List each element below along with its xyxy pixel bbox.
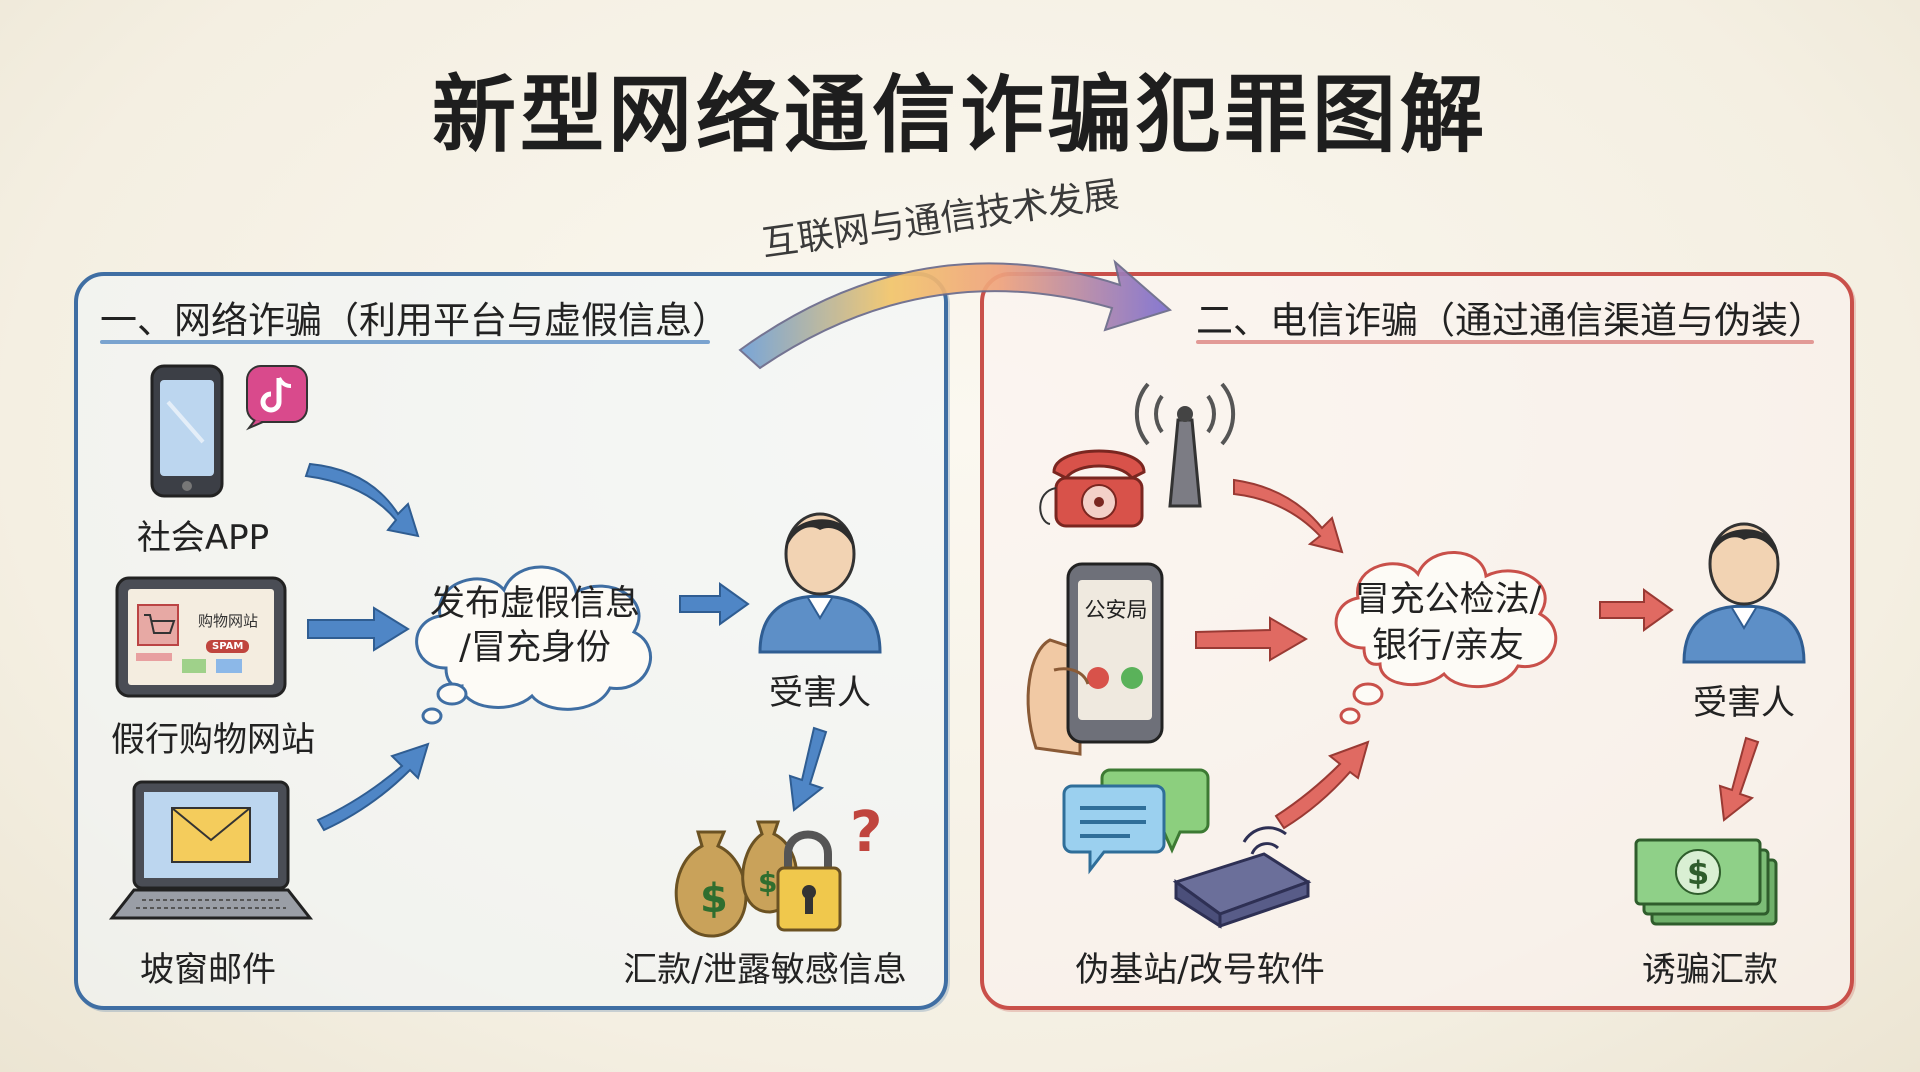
victim-label-left: 受害人 [769,673,871,713]
arrow-cloud-to-victim-right [1599,588,1674,632]
dollar-sign-left: $ [700,876,728,922]
shopping-site-screen-text: 购物网站 [198,612,259,630]
base-station-label: 伪基站/改号软件 [1075,950,1325,990]
page-title: 新型网络通信诈骗犯罪图解 [431,66,1488,164]
arrow-victim-to-cash [1718,736,1760,822]
phishing-email-label: 坡窗邮件 [140,950,276,990]
left-cloud-bubbles [421,682,468,725]
loss-label-left: 汇款/泄露敏感信息 [623,950,907,990]
arrow-app-to-cloud [304,462,420,538]
fake-shop-label: 假行购物网站 [111,720,315,760]
fake-base-station-icon [1172,826,1312,929]
fraud-transfer-label: 诱骗汇款 [1642,950,1778,990]
right-thought-cloud [1334,551,1558,688]
chat-bubbles-icon [1062,768,1210,875]
tiktok-icon [245,365,308,431]
laptop-email-icon [108,780,314,920]
arrow-victim-to-loss [788,726,828,812]
dollar-sign-right: $ [1687,854,1709,892]
question-mark-icon: ? [850,800,883,865]
shopping-website-icon [115,576,287,698]
smartphone-icon [150,364,224,498]
victim-icon-right [1682,522,1806,664]
arrow-phone-to-cloud [1233,478,1344,554]
victim-icon [758,512,882,654]
cash-stack-icon: $ [1634,838,1778,926]
arrow-shop-to-cloud [307,606,410,652]
signal-tower-icon [1134,382,1236,508]
right-cloud-text-1: 冒充公检法/ [1354,580,1542,620]
telephone-icon [1039,449,1146,528]
arrow-call-to-cloud [1195,616,1308,662]
left-heading-underline [100,340,710,344]
right-cloud-bubbles [1339,682,1384,725]
social-app-label: 社会APP [136,518,270,558]
phone-caller-text: 公安局 [1084,598,1148,622]
right-heading-underline [1196,340,1814,344]
technology-development-arrow [738,259,1173,370]
right-cloud-text-2: 银行/亲友 [1372,626,1524,666]
arrow-email-to-cloud [316,742,430,832]
right-panel-heading: 二、电信诈骗（通过通信渠道与伪装） [1196,299,1825,342]
spam-tag: SPAM [206,640,250,653]
left-thought-cloud [415,565,652,711]
arrow-station-to-cloud [1274,740,1370,830]
hand-holding-phone-icon [1026,562,1164,756]
left-cloud-text-2: /冒充身份 [459,628,611,668]
money-bags-and-lock-icon: $ $ [674,820,842,938]
left-panel-heading: 一、网络诈骗（利用平台与虚假信息） [100,299,729,342]
victim-label-right: 受害人 [1693,683,1795,723]
left-cloud-text-1: 发布虚假信息 [429,584,640,624]
arrow-cloud-to-victim [679,582,750,626]
dollar-sign-left-2: $ [758,866,777,899]
